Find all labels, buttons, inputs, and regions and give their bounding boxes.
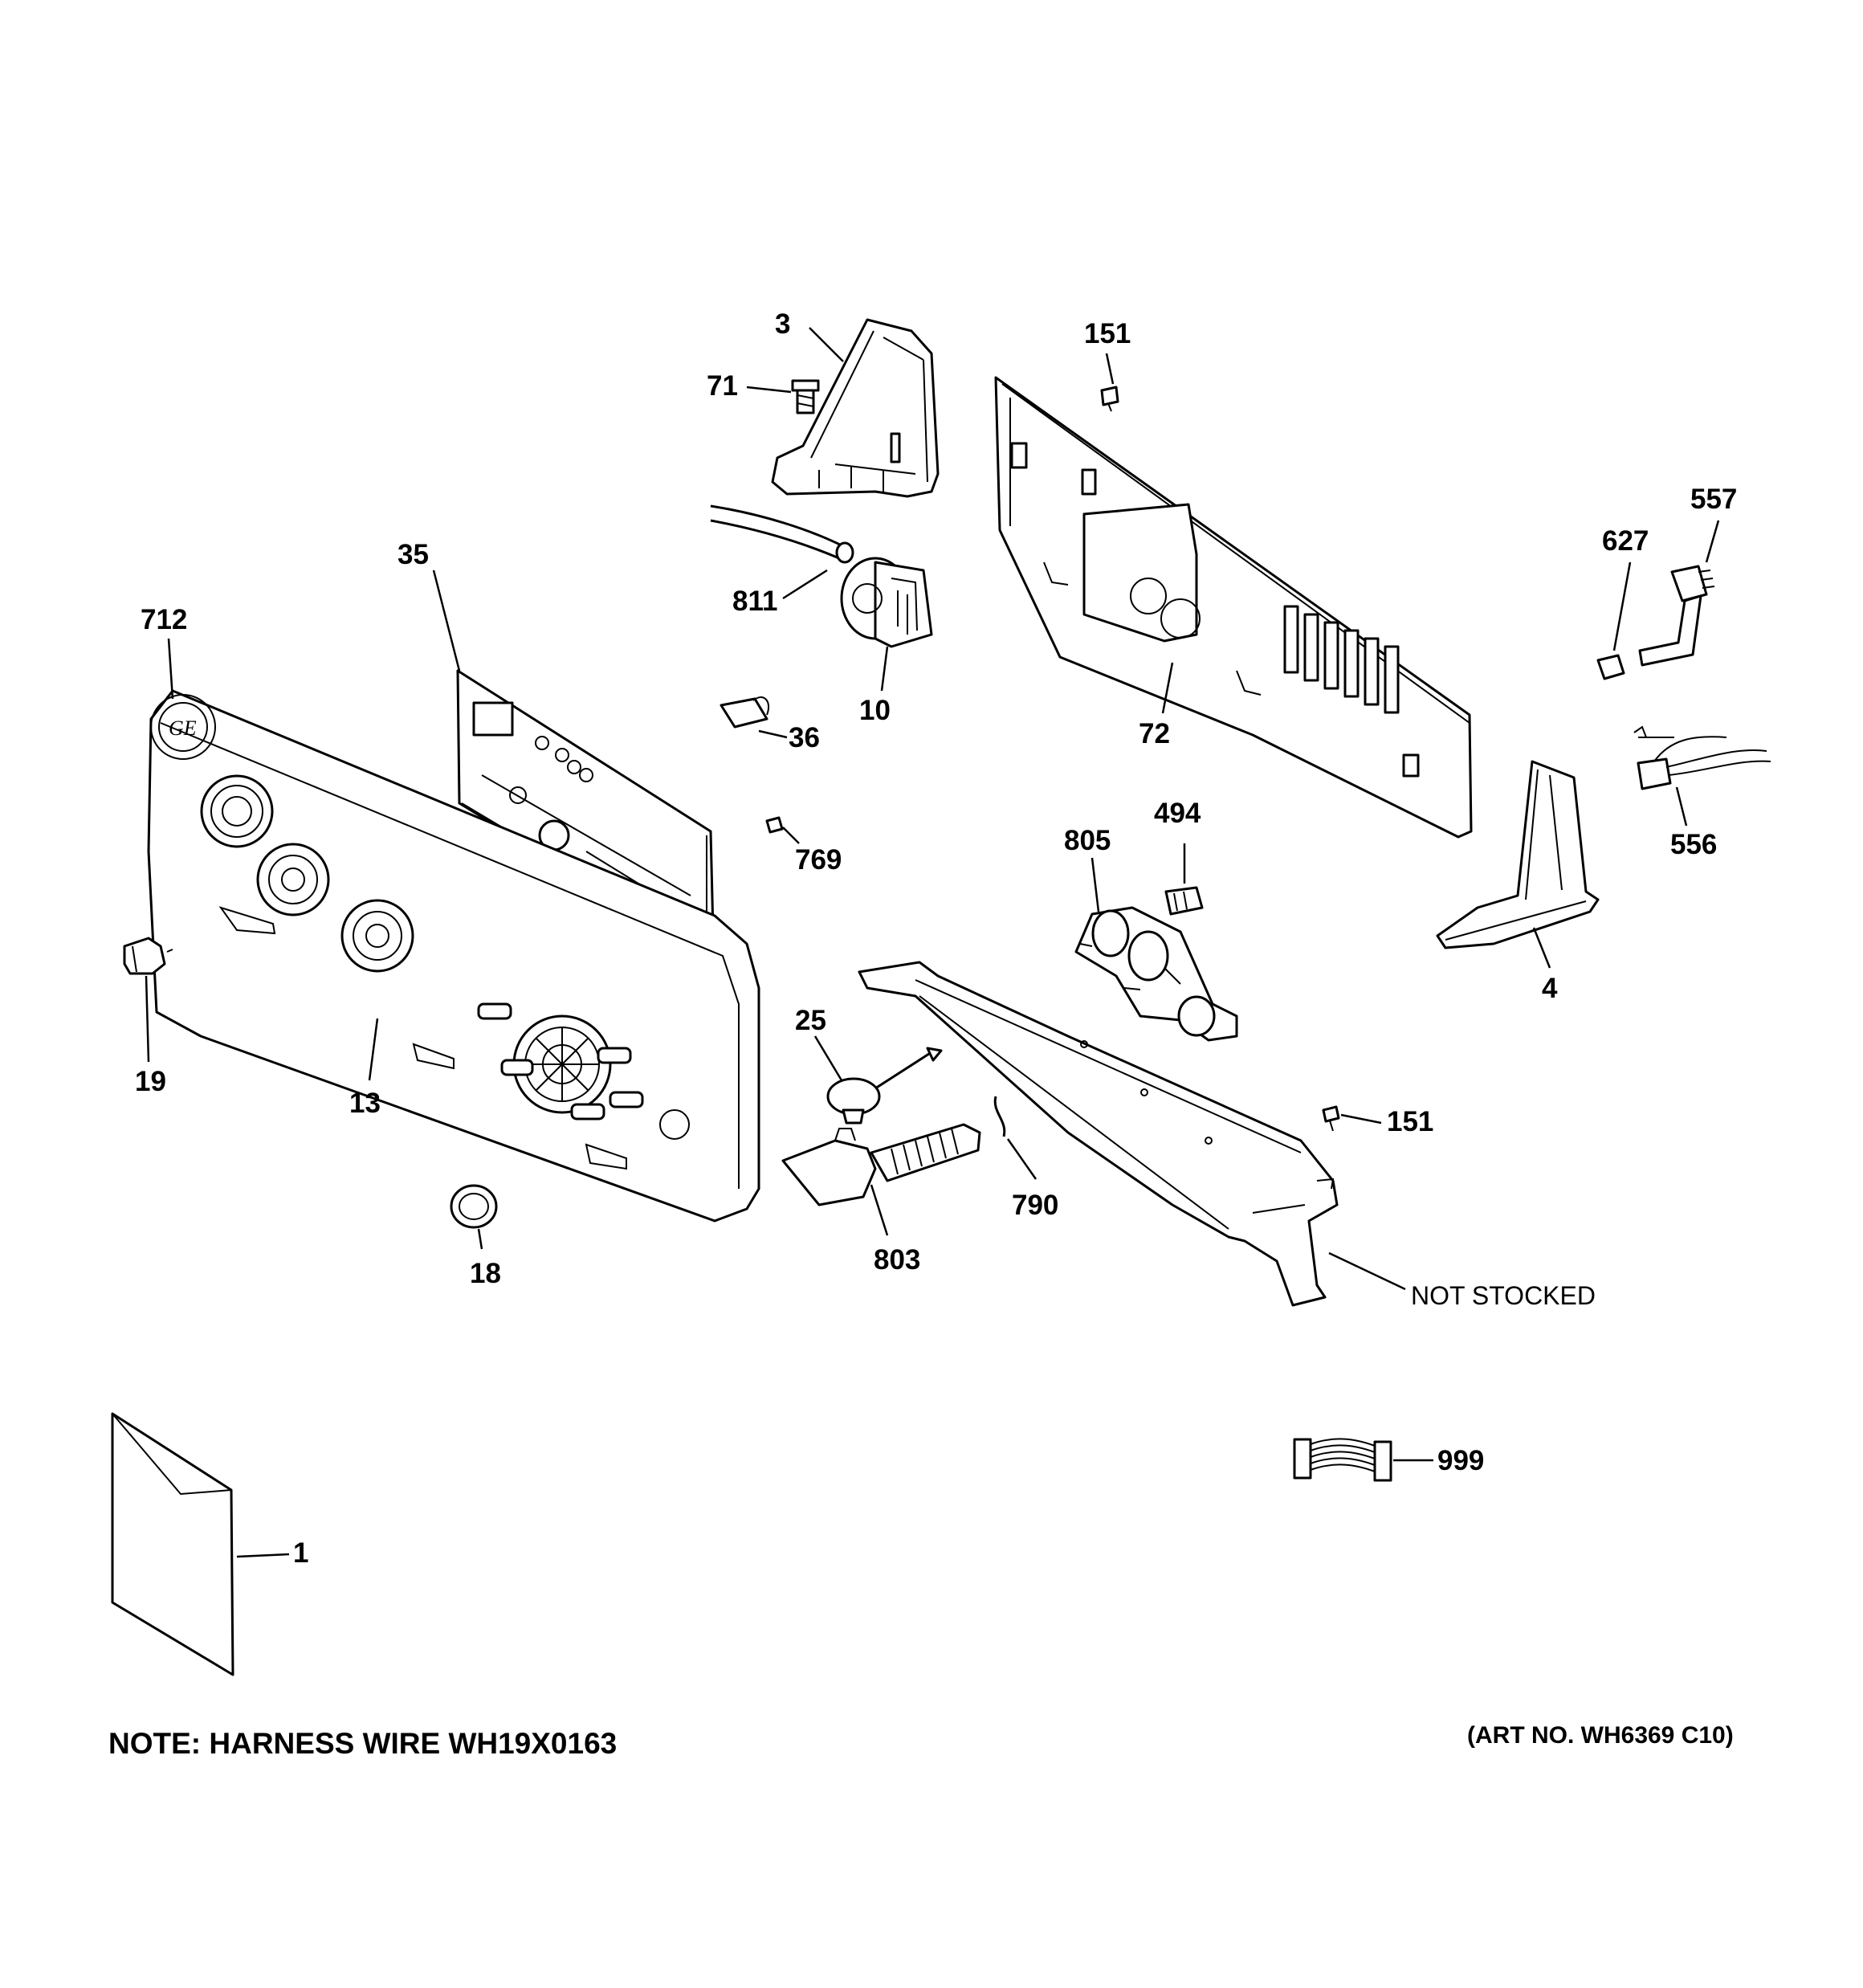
callout-35: 35 [397,539,429,570]
callout-494: 494 [1154,798,1201,829]
leader-18 [477,1228,483,1250]
leader-627 [1612,561,1632,651]
console-load-size-dial [200,774,274,848]
part-151-screw-top [1100,386,1119,412]
callout-811: 811 [732,586,777,617]
leader-36 [758,729,788,739]
part-805-water-valve [1074,906,1238,1042]
part-151-screw-bottom [1322,1105,1340,1132]
callout-557: 557 [1690,484,1737,515]
leader-811 [782,569,828,600]
callout-151a: 151 [1084,318,1131,349]
callout-18: 18 [470,1258,501,1289]
callout-627: 627 [1602,525,1649,557]
leader-712 [167,638,174,700]
part-811-hose [710,504,854,564]
leader-151a [1105,353,1115,385]
harness-wire-note: NOTE: HARNESS WIRE WH19X0163 [108,1727,617,1760]
part-not-stocked-bracket [858,961,1339,1307]
part-790-wire-clip [993,1096,1006,1137]
part-19-knob [123,937,173,975]
console-logo: GE [169,716,197,740]
part-36-clip [720,696,769,729]
leader-769 [782,827,800,844]
leader-556 [1675,786,1688,827]
callout-not-stocked: NOT STOCKED [1411,1281,1596,1310]
leader-71 [746,386,792,394]
part-25-plunger [826,1047,943,1125]
callout-71: 71 [707,370,738,402]
callout-72: 72 [1139,718,1170,749]
part-627-clip [1596,654,1625,680]
callout-4: 4 [1542,973,1558,1004]
leader-151b [1340,1113,1382,1125]
part-999-harness [1293,1438,1392,1482]
console-cycle-dial [512,1014,612,1114]
part-803-hose-assembly [781,1123,981,1206]
leader-10 [880,646,889,692]
part-71-screw [791,379,820,414]
leader-13 [368,1018,379,1081]
part-10-pressure-switch [840,557,933,648]
part-1-envelope [111,1412,234,1676]
part-3-bracket [771,318,940,498]
leader-1 [236,1553,290,1558]
console-options-dial [340,899,414,973]
callout-1: 1 [293,1537,308,1569]
callout-151b: 151 [1387,1106,1433,1137]
leader-35 [432,569,461,672]
console-temperature-dial [256,843,330,916]
part-769-screw [765,816,784,834]
leader-25 [813,1035,843,1081]
part-4-bracket [1436,760,1600,949]
callout-3: 3 [775,308,790,340]
leader-not-stocked [1328,1251,1406,1291]
leader-557 [1705,520,1720,563]
callout-36: 36 [789,722,820,753]
callout-25: 25 [795,1005,826,1036]
callout-999: 999 [1437,1445,1484,1476]
panel-72-vents [1283,605,1400,714]
callout-556: 556 [1670,829,1717,860]
callout-10: 10 [859,695,891,726]
leader-72 [1161,662,1174,714]
part-557-connector [1638,565,1715,667]
art-number: (ART NO. WH6369 C10) [1467,1722,1734,1749]
leader-803 [870,1184,889,1236]
callout-13: 13 [349,1088,381,1119]
leader-3 [809,327,844,362]
part-494-connector [1164,886,1204,916]
leader-805 [1090,857,1100,912]
part-13-control-console: GE [147,689,760,1223]
callout-19: 19 [135,1066,166,1097]
leader-19 [145,975,150,1063]
callout-803: 803 [874,1244,920,1276]
callout-712: 712 [141,604,187,635]
leader-4 [1532,927,1551,969]
callout-790: 790 [1012,1190,1058,1221]
part-18-ring [450,1184,498,1229]
callout-805: 805 [1064,825,1111,856]
callout-769: 769 [795,844,842,876]
part-72-back-panel [994,376,1473,839]
leader-790 [1006,1138,1037,1180]
part-556-harness-connector [1633,725,1771,790]
